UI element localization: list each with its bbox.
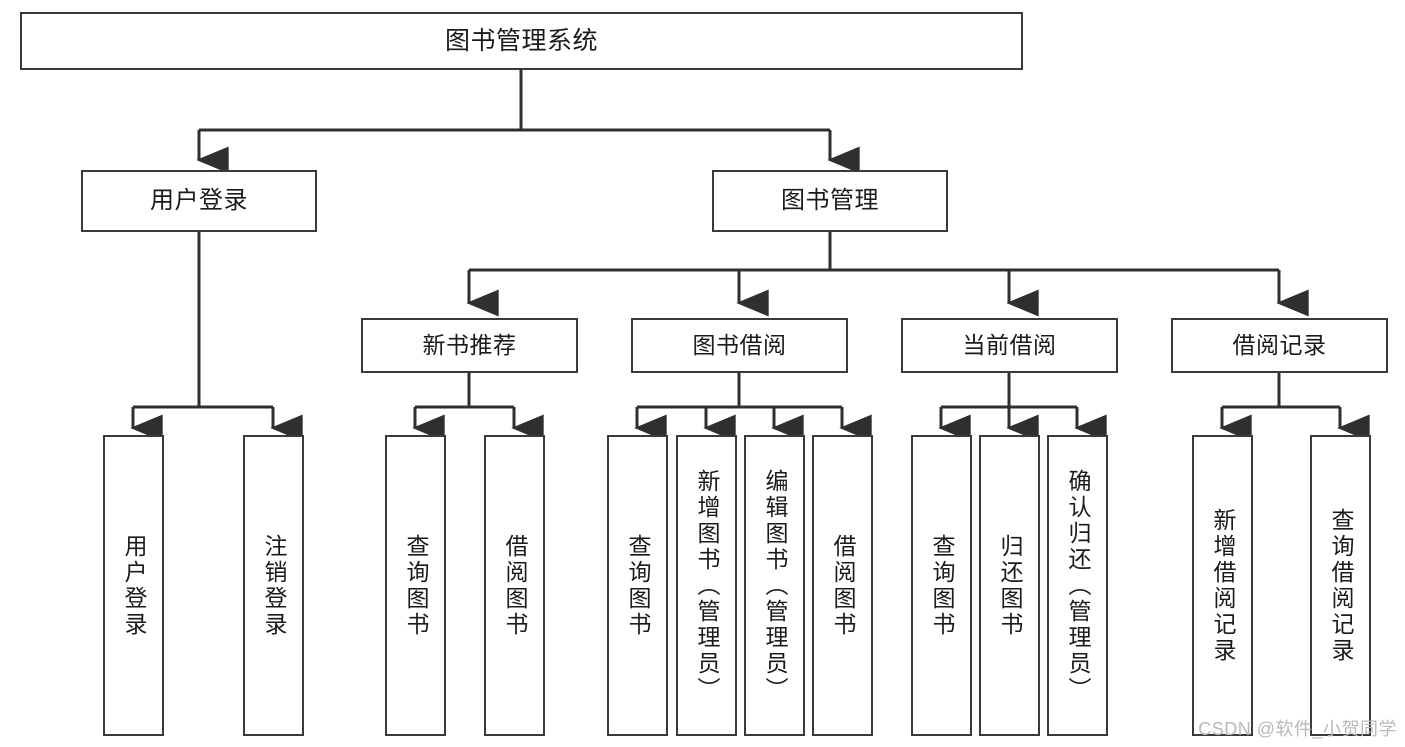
node-label: 借阅图书 (502, 533, 528, 638)
node-label: 当前借阅 (962, 332, 1057, 359)
node-book-borrow[interactable]: 图书借阅 (631, 318, 848, 373)
leaf-borrow-query-book[interactable]: 查询图书 (607, 435, 668, 736)
node-current-borrow[interactable]: 当前借阅 (901, 318, 1118, 373)
node-label: 图书管理 (781, 187, 879, 215)
leaf-new-book-borrow[interactable]: 借阅图书 (484, 435, 545, 736)
leaf-user-login-signout[interactable]: 注销登录 (243, 435, 304, 736)
node-label: 归还图书 (997, 533, 1023, 638)
node-borrow-record[interactable]: 借阅记录 (1171, 318, 1388, 373)
node-label: 确认归还（管理员） (1065, 468, 1091, 703)
node-label: 借阅图书 (830, 533, 856, 638)
leaf-current-confirm-return[interactable]: 确认归还（管理员） (1047, 435, 1108, 736)
node-label: 用户登录 (150, 187, 248, 215)
node-label: 新增图书（管理员） (694, 468, 720, 703)
node-label: 注销登录 (261, 533, 287, 638)
node-label: 用户登录 (121, 533, 147, 638)
node-label: 新书推荐 (422, 332, 517, 359)
csdn-watermark: CSDN @软件_小贺同学 (1198, 719, 1397, 739)
leaf-borrow-edit-book[interactable]: 编辑图书（管理员） (744, 435, 805, 736)
node-label: 查询图书 (403, 533, 429, 638)
leaf-record-query[interactable]: 查询借阅记录 (1310, 435, 1371, 736)
node-label: 查询图书 (625, 533, 651, 638)
node-label: 查询图书 (929, 533, 955, 638)
leaf-user-login-signin[interactable]: 用户登录 (103, 435, 164, 736)
leaf-record-add[interactable]: 新增借阅记录 (1192, 435, 1253, 736)
node-label: 新增借阅记录 (1210, 507, 1236, 664)
node-label: 图书借阅 (692, 332, 787, 359)
leaf-current-query-book[interactable]: 查询图书 (911, 435, 972, 736)
node-root-system[interactable]: 图书管理系统 (20, 12, 1023, 70)
node-label: 编辑图书（管理员） (762, 468, 788, 703)
leaf-current-return-book[interactable]: 归还图书 (979, 435, 1040, 736)
node-book-management[interactable]: 图书管理 (712, 170, 948, 232)
node-new-book-recommend[interactable]: 新书推荐 (361, 318, 578, 373)
leaf-borrow-borrow-book[interactable]: 借阅图书 (812, 435, 873, 736)
node-user-login[interactable]: 用户登录 (81, 170, 317, 232)
leaf-new-book-query[interactable]: 查询图书 (385, 435, 446, 736)
node-label: 图书管理系统 (444, 26, 598, 55)
node-label: 查询借阅记录 (1328, 507, 1354, 664)
node-label: 借阅记录 (1232, 332, 1327, 359)
leaf-borrow-add-book[interactable]: 新增图书（管理员） (676, 435, 737, 736)
